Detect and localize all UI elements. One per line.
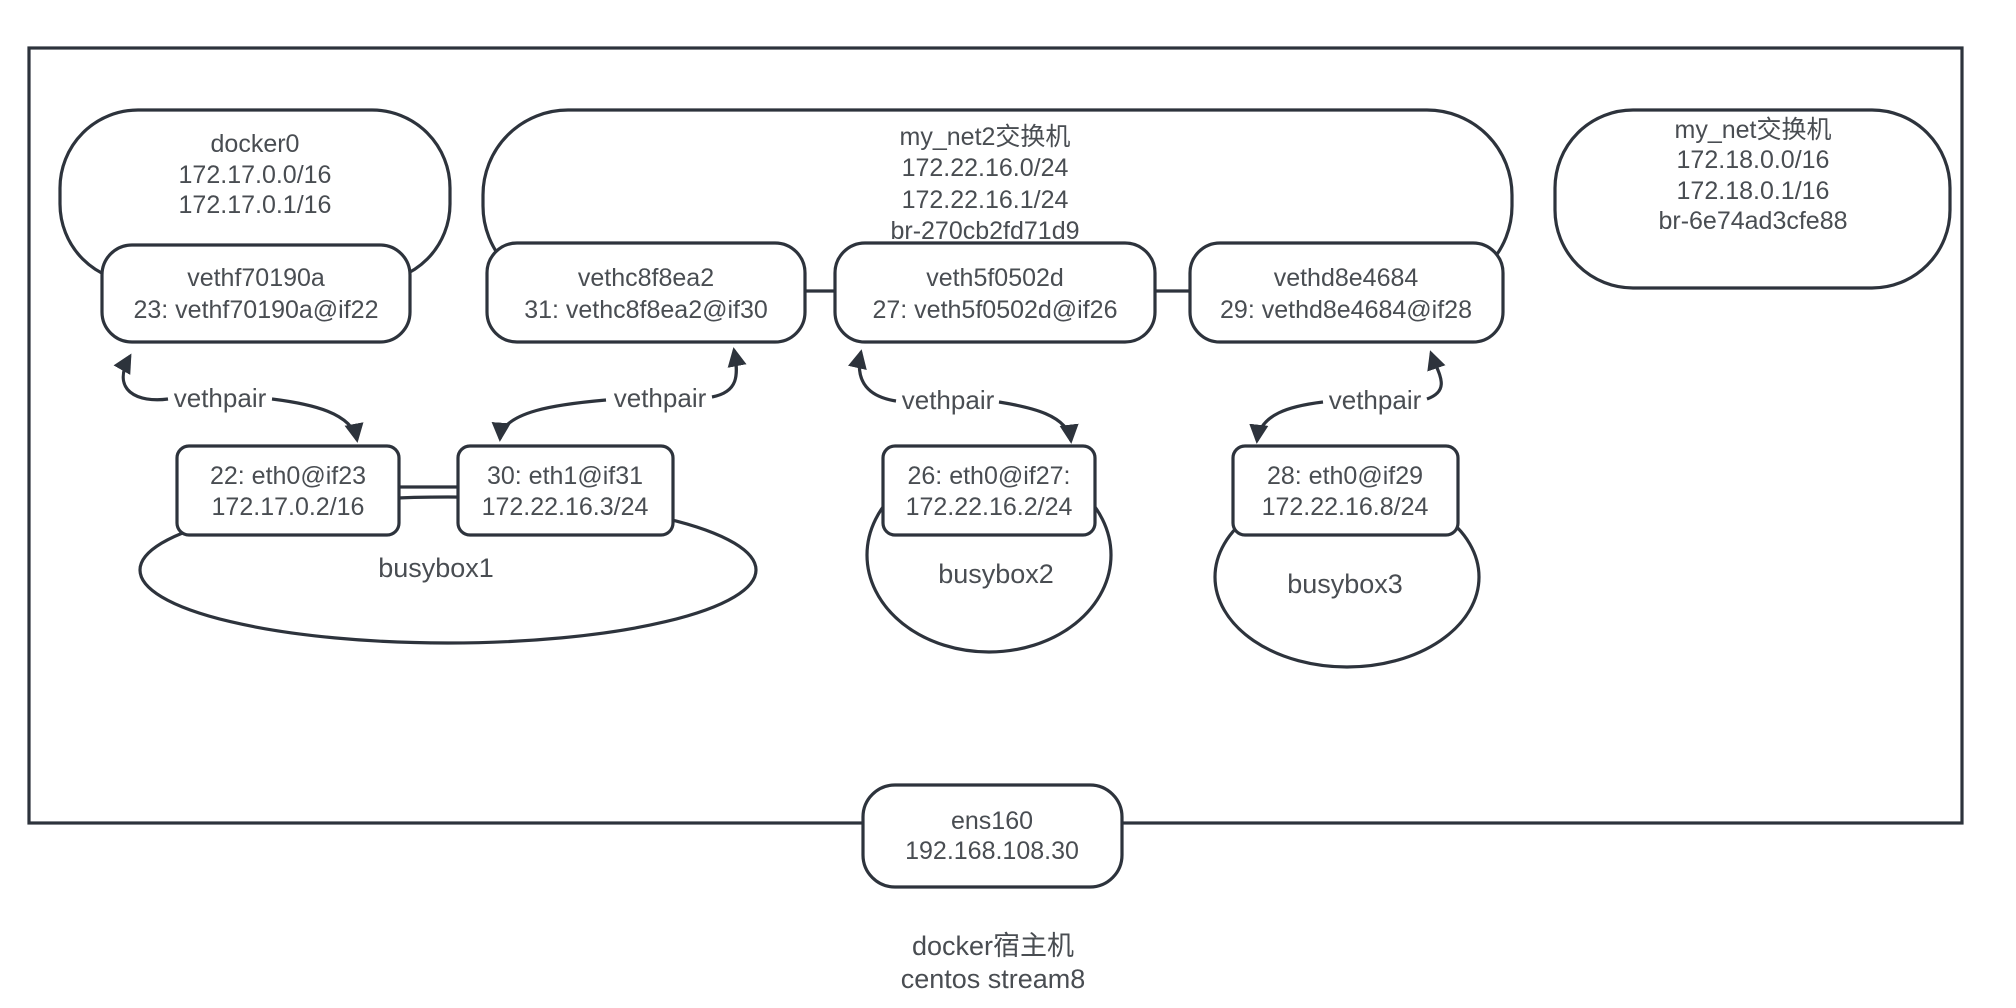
bridge-my-net-gateway: 172.18.0.1/16 bbox=[1677, 177, 1830, 205]
vethpair-3-label: vethpair bbox=[902, 385, 995, 415]
bridge-docker0-gateway: 172.17.0.1/16 bbox=[179, 191, 332, 219]
veth-box-veth5f0502d-shape bbox=[833, 241, 1157, 344]
veth-box-vethc8f8ea2-shape bbox=[485, 241, 807, 344]
vethpair-group-2: vethpair bbox=[491, 347, 747, 442]
bridge-my-net2-subnet: 172.22.16.0/24 bbox=[902, 154, 1069, 182]
bridge-my-net-id: br-6e74ad3cfe88 bbox=[1658, 207, 1847, 235]
veth-veth5f0502d-name: veth5f0502d bbox=[926, 264, 1064, 292]
vethpair-group-3: vethpair bbox=[848, 349, 1079, 444]
veth-vethd8e4684-detail: 29: vethd8e4684@if28 bbox=[1220, 296, 1472, 324]
veth-vethd8e4684-name: vethd8e4684 bbox=[1274, 264, 1419, 292]
host-nic-ens160: ens160 192.168.108.30 bbox=[861, 783, 1124, 889]
vethpair-group-1: vethpair bbox=[113, 353, 364, 443]
iface-busybox3-eth0-ip: 172.22.16.8/24 bbox=[1262, 493, 1429, 521]
host-caption: docker宿主机 centos stream8 bbox=[901, 931, 1086, 994]
vethpair-1-arrow-up bbox=[113, 353, 169, 402]
veth-vethf70190a-detail: 23: vethf70190a@if22 bbox=[133, 296, 378, 324]
iface-box-busybox1-eth0: 22: eth0@if23 172.17.0.2/16 bbox=[175, 444, 401, 537]
vethpair-group-4: vethpair bbox=[1249, 350, 1446, 444]
iface-busybox1-eth0-name: 22: eth0@if23 bbox=[210, 462, 366, 490]
bridge-my-net2-name: my_net2交换机 bbox=[900, 123, 1071, 151]
iface-box-busybox2-eth0: 26: eth0@if27: 172.22.16.2/24 bbox=[881, 444, 1097, 537]
vethpair-2-arrow-down bbox=[491, 398, 607, 442]
iface-busybox3-eth0-name: 28: eth0@if29 bbox=[1267, 462, 1423, 490]
veth-vethc8f8ea2-name: vethc8f8ea2 bbox=[578, 264, 714, 292]
iface-box-busybox1-eth1: 30: eth1@if31 172.22.16.3/24 bbox=[456, 444, 675, 537]
vethpair-1-label: vethpair bbox=[174, 383, 267, 413]
vethpair-4-arrow-down bbox=[1249, 400, 1324, 444]
host-nic-ip: 192.168.108.30 bbox=[905, 837, 1079, 865]
veth-box-vethf70190a: vethf70190a 23: vethf70190a@if22 bbox=[100, 243, 412, 344]
vethpair-2-label: vethpair bbox=[614, 383, 707, 413]
bridge-my-net2-id: br-270cb2fd71d9 bbox=[890, 217, 1079, 245]
iface-busybox1-eth1-ip: 172.22.16.3/24 bbox=[482, 493, 649, 521]
iface-box-busybox3-eth0: 28: eth0@if29 172.22.16.8/24 bbox=[1231, 444, 1460, 537]
host-caption-line1: docker宿主机 bbox=[912, 931, 1074, 961]
vethpair-3-arrow-down bbox=[998, 400, 1079, 444]
bridge-my-net-subnet: 172.18.0.0/16 bbox=[1677, 146, 1830, 174]
bridge-docker0-subnet: 172.17.0.0/16 bbox=[179, 161, 332, 189]
vethpair-3-arrow-up bbox=[848, 349, 897, 403]
veth-box-vethd8e4684: vethd8e4684 29: vethd8e4684@if28 bbox=[1188, 241, 1505, 344]
veth-box-vethf70190a-shape bbox=[100, 243, 412, 344]
host-nic-name: ens160 bbox=[951, 807, 1033, 835]
vethpair-2-arrow-up bbox=[711, 347, 747, 399]
vethpair-4-arrow-up bbox=[1426, 350, 1446, 401]
veth-vethf70190a-name: vethf70190a bbox=[187, 264, 325, 292]
bridge-docker0-name: docker0 bbox=[211, 130, 300, 158]
container-busybox3-label: busybox3 bbox=[1287, 569, 1403, 599]
iface-busybox1-eth0-ip: 172.17.0.2/16 bbox=[212, 493, 365, 521]
vethpair-1-arrow-down bbox=[271, 397, 364, 443]
container-busybox1-label: busybox1 bbox=[378, 553, 494, 583]
veth-veth5f0502d-detail: 27: veth5f0502d@if26 bbox=[872, 296, 1117, 324]
veth-box-vethc8f8ea2: vethc8f8ea2 31: vethc8f8ea2@if30 bbox=[485, 241, 807, 344]
iface-box-busybox2-eth0-shape bbox=[881, 444, 1097, 537]
bridge-my-net-shape bbox=[1553, 108, 1952, 290]
iface-busybox2-eth0-ip: 172.22.16.2/24 bbox=[906, 493, 1073, 521]
bridge-my-net: my_net交换机 172.18.0.0/16 172.18.0.1/16 br… bbox=[1553, 108, 1952, 290]
veth-box-vethd8e4684-shape bbox=[1188, 241, 1505, 344]
bridge-docker0: docker0 172.17.0.0/16 172.17.0.1/16 bbox=[58, 108, 452, 284]
bridge-my-net2-gateway: 172.22.16.1/24 bbox=[902, 186, 1069, 214]
veth-box-veth5f0502d: veth5f0502d 27: veth5f0502d@if26 bbox=[833, 241, 1157, 344]
veth-vethc8f8ea2-detail: 31: vethc8f8ea2@if30 bbox=[524, 296, 768, 324]
host-caption-line2: centos stream8 bbox=[901, 964, 1086, 994]
iface-box-busybox1-eth0-shape bbox=[175, 444, 401, 537]
iface-busybox1-eth1-name: 30: eth1@if31 bbox=[487, 462, 643, 490]
iface-box-busybox3-eth0-shape bbox=[1231, 444, 1460, 537]
iface-box-busybox1-eth1-shape bbox=[456, 444, 675, 537]
bridge-my-net-name: my_net交换机 bbox=[1675, 116, 1832, 144]
vethpair-4-label: vethpair bbox=[1329, 385, 1422, 415]
iface-busybox2-eth0-name: 26: eth0@if27: bbox=[908, 462, 1071, 490]
container-busybox2-label: busybox2 bbox=[938, 559, 1054, 589]
host-nic-ens160-shape bbox=[861, 783, 1124, 889]
